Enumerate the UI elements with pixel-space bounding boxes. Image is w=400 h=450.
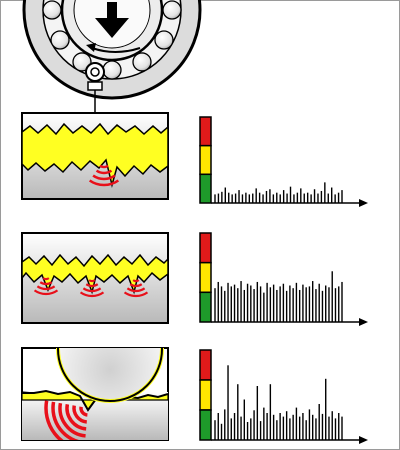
wave-arc [82, 287, 102, 293]
wave-arc [58, 402, 86, 438]
vibration-waves [33, 277, 149, 298]
vibration-waves [44, 400, 88, 440]
axis-arrow-icon [359, 436, 368, 444]
bearing-ball [72, 52, 92, 72]
wave-arc [42, 277, 50, 281]
spectrum-chart [199, 232, 368, 326]
wave-arc [79, 406, 88, 417]
wave-arc [79, 291, 105, 298]
gauge-red-zone [199, 232, 212, 264]
bearing-balls [42, 0, 182, 80]
wave-arc [72, 405, 88, 424]
arrow-down-icon [95, 2, 129, 38]
wave-arc [95, 169, 113, 175]
gauge-yellow-zone [199, 379, 212, 411]
wave-arc [65, 404, 87, 431]
axis-arrow-icon [359, 318, 368, 326]
sensor-icon [85, 62, 105, 113]
crack-band [22, 253, 168, 295]
bearing-ball [102, 60, 122, 80]
gauge-green-zone [199, 409, 212, 441]
wave-arc [88, 279, 96, 283]
wave-arc [44, 400, 64, 440]
wave-arc [126, 287, 146, 293]
bearing-ball [42, 0, 62, 20]
wave-arc [39, 281, 53, 286]
crack-panel-early [21, 112, 169, 200]
bearing-ball [154, 30, 174, 50]
spectrum-charts [199, 116, 368, 444]
wave-arc [129, 283, 143, 288]
crack-panel-spalling [21, 347, 169, 441]
crack-panel-developing [21, 232, 169, 324]
wave-arc [132, 279, 140, 283]
bearing-ball [50, 30, 70, 50]
gauge-red-zone [199, 349, 212, 381]
wave-arc [33, 289, 59, 296]
wave-arc [123, 291, 149, 298]
wave-arc [92, 174, 116, 181]
wave-arc [36, 285, 56, 291]
bearing-ball [132, 52, 152, 72]
wave-arc [51, 401, 80, 440]
vibration-waves [88, 164, 120, 187]
wave-arc [85, 283, 99, 288]
gauge-yellow-zone [199, 144, 212, 176]
spectrum-chart [199, 349, 368, 444]
wave-arc [99, 164, 109, 169]
curved-arrow-icon [86, 43, 141, 53]
gauge-yellow-zone [199, 261, 212, 294]
spectrum-chart [199, 116, 368, 207]
gauge-green-zone [199, 291, 212, 323]
wave-arc [88, 179, 120, 187]
crack-band [22, 122, 168, 188]
axis-arrow-icon [359, 199, 368, 207]
gauge-green-zone [199, 173, 212, 204]
bearing-ball [162, 0, 182, 20]
gauge-red-zone [199, 116, 212, 147]
